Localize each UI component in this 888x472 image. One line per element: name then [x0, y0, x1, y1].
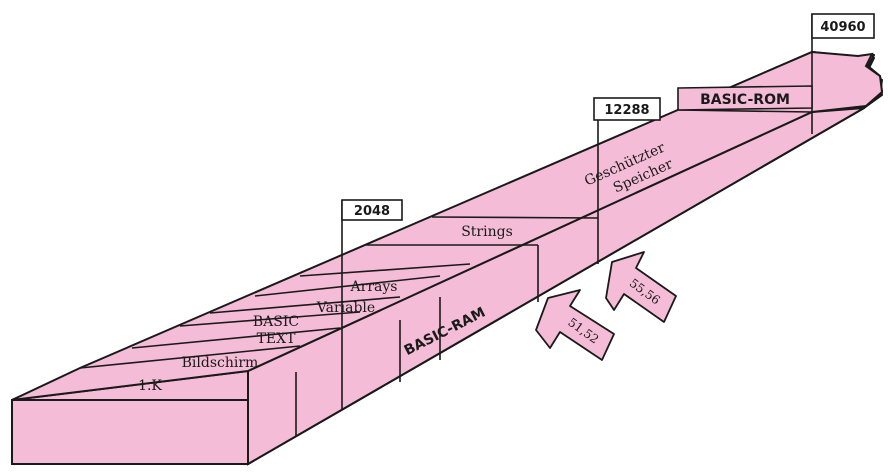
region-arrays-label: Arrays	[350, 279, 398, 295]
region-basic-text-label-1: BASIC	[253, 314, 299, 330]
basic-rom-box: BASIC-ROM	[677, 85, 813, 111]
front-face-fill	[11, 399, 249, 465]
region-strings-label: Strings	[461, 224, 513, 240]
top-dividers	[79, 109, 813, 369]
address-tag-12288: 12288	[593, 97, 661, 121]
address-40960-label: 40960	[820, 20, 865, 35]
region-1k-label: 1.K	[138, 378, 162, 394]
side-dividers	[295, 218, 599, 436]
address-tag-40960: 40960	[811, 13, 875, 39]
basic-rom-label: BASIC-ROM	[700, 92, 790, 108]
address-2048-label: 2048	[354, 204, 390, 219]
pointer-arrow-5556: 55,56	[605, 251, 677, 323]
region-variable-label: Variable	[316, 300, 375, 316]
pointer-arrow-5152: 51,52	[535, 289, 615, 361]
region-basic-text-label-2: TEXT	[257, 331, 297, 347]
address-tag-2048: 2048	[341, 199, 403, 221]
region-bildschirm-label: Bildschirm	[182, 355, 259, 371]
address-12288-label: 12288	[604, 103, 649, 118]
